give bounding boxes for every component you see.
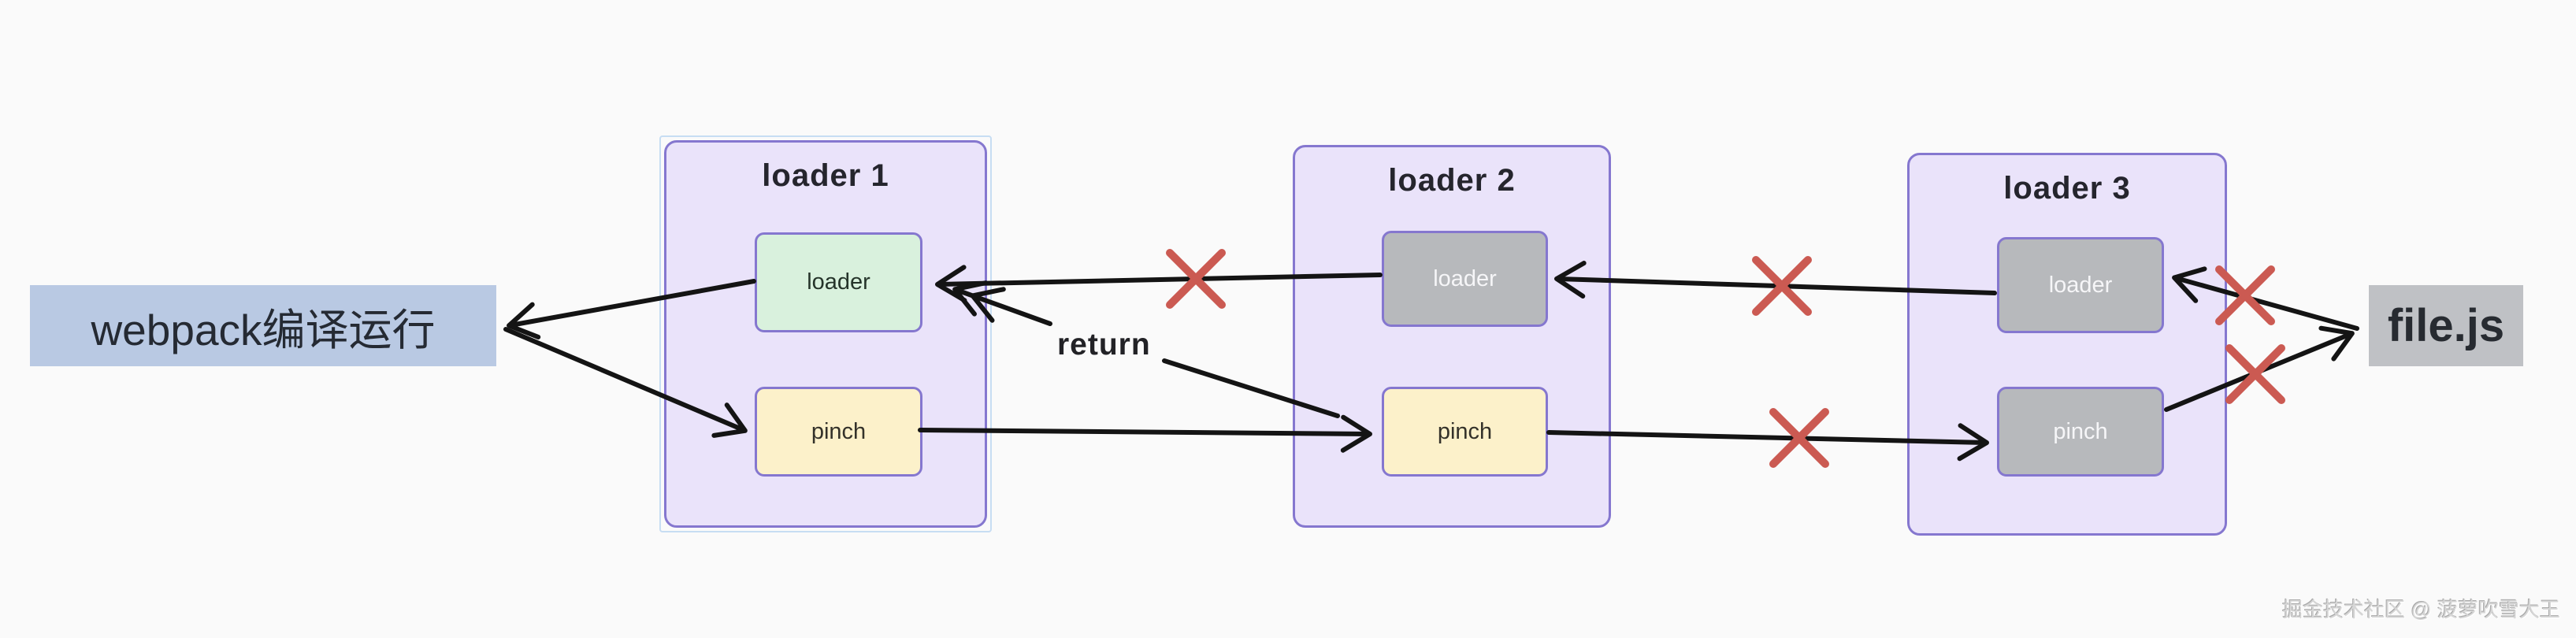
loader2-loader-box[interactable]: loader: [1382, 231, 1548, 327]
red-cross-icon[interactable]: [1769, 408, 1829, 468]
loader3-loader-box[interactable]: loader: [1997, 237, 2164, 333]
loader2-loader-label: loader: [1433, 265, 1497, 291]
loader1-pinch-label: pinch: [811, 418, 867, 444]
red-cross-icon[interactable]: [1752, 256, 1812, 316]
loader2-group[interactable]: loader 2 loader pinch: [1293, 145, 1611, 528]
loader2-pinch-label: pinch: [1437, 418, 1493, 444]
loader3-pinch-box[interactable]: pinch: [1997, 387, 2164, 477]
loader1-loader-label: loader: [807, 269, 870, 295]
loader1-title: loader 1: [762, 158, 889, 193]
watermark-text: 掘金技术社区 @ 菠萝吹雪大王: [2282, 598, 2560, 621]
filejs-label[interactable]: file.js: [2369, 285, 2523, 366]
loader2-pinch-box[interactable]: pinch: [1382, 387, 1548, 477]
loader2-title: loader 2: [1388, 163, 1516, 198]
red-cross-icon[interactable]: [2225, 344, 2285, 404]
loader3-loader-label: loader: [2048, 272, 2113, 298]
loader3-title: loader 3: [2003, 171, 2131, 206]
webpack-label[interactable]: webpack编译运行: [30, 285, 496, 366]
loader3-group[interactable]: loader 3 loader pinch: [1907, 153, 2227, 536]
loader1-pinch-box[interactable]: pinch: [755, 387, 922, 477]
loader1-group[interactable]: loader 1 loader pinch: [659, 135, 992, 532]
return-label[interactable]: return: [1057, 328, 1151, 362]
loader3-pinch-label: pinch: [2053, 418, 2108, 444]
loader1-loader-box[interactable]: loader: [755, 232, 922, 332]
red-cross-icon[interactable]: [1166, 249, 1226, 309]
